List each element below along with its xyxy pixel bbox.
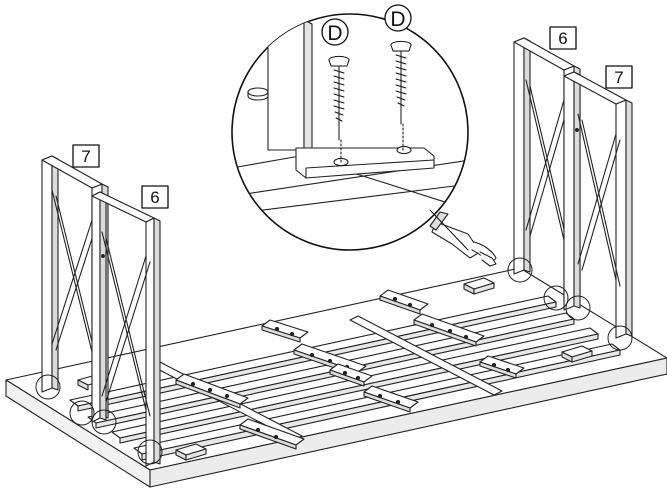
foot-circle: [35, 374, 61, 400]
spacer-block: [561, 345, 593, 363]
foot-circle: [137, 439, 163, 465]
plate: [239, 418, 305, 450]
plate: [175, 373, 249, 409]
screw-right: [390, 40, 412, 151]
part-label-left-front-text: 6: [150, 188, 159, 207]
screw-label-left: D: [321, 18, 349, 46]
leg-frame-left-front: [91, 191, 161, 467]
screw-label-right-text: D: [390, 8, 405, 31]
leg-frame-right-front: [563, 71, 633, 339]
foot-circle: [507, 257, 533, 283]
part-label-right-front: 7: [605, 65, 633, 89]
part-label-right-front-text: 7: [614, 68, 623, 87]
screw-left: [328, 55, 350, 163]
screw-label-left-text: D: [327, 22, 342, 45]
foot-circle: [607, 325, 633, 351]
plate: [479, 355, 525, 379]
mounting-plates: [175, 289, 525, 450]
foot-circle: [91, 409, 117, 435]
detail-callout: [231, 13, 469, 251]
hand-screwdriver-icon: [429, 211, 497, 267]
plate: [261, 319, 309, 343]
plate: [329, 363, 373, 387]
foot-detail-circles: [35, 257, 633, 465]
plate: [413, 313, 485, 347]
foot-circle: [69, 400, 95, 426]
foot-circle: [543, 285, 569, 311]
part-label-right-back: 6: [549, 26, 577, 50]
part-label-left-back: 7: [72, 144, 100, 168]
plate: [379, 289, 429, 315]
foot-circle: [565, 295, 591, 321]
part-label-left-back-text: 7: [81, 147, 90, 166]
spacer-block: [175, 443, 207, 461]
screw-label-right: D: [384, 4, 412, 32]
part-label-right-back-text: 6: [558, 29, 567, 48]
part-label-left-front: 6: [141, 185, 169, 209]
plate: [363, 385, 419, 413]
spacer-block: [463, 277, 495, 295]
